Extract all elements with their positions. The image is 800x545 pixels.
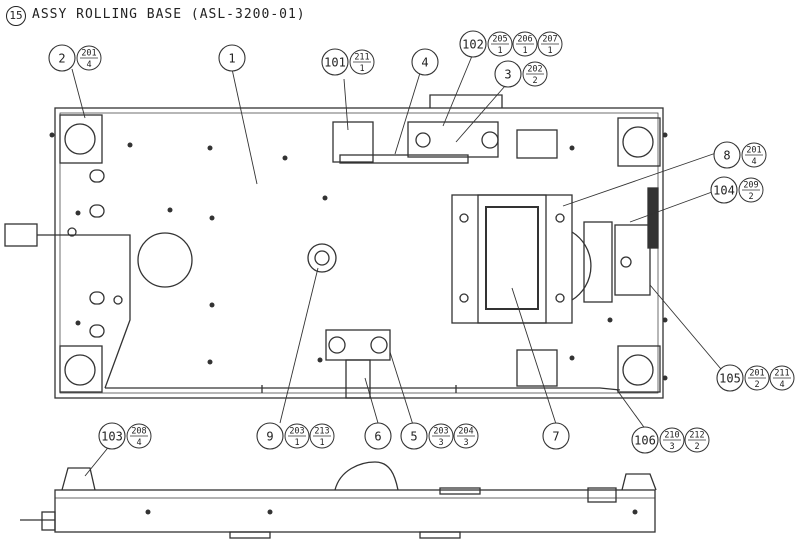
callout-label: 9 xyxy=(266,430,273,444)
callout-label: 2 xyxy=(58,52,65,66)
callout-fraction-bottom: 1 xyxy=(359,64,364,74)
callout-fraction-bottom: 1 xyxy=(294,438,299,448)
callout-label: 1 xyxy=(228,52,235,66)
bracket-5 xyxy=(325,329,391,361)
callout-label: 105 xyxy=(719,372,741,386)
callout-fraction-top: 203 xyxy=(433,427,448,437)
right-mechanism xyxy=(583,221,613,303)
callout-fraction-top: 209 xyxy=(743,181,758,191)
corner-pad xyxy=(59,345,103,393)
callout-fraction-top: 208 xyxy=(131,427,146,437)
callout-fraction-bottom: 2 xyxy=(754,380,759,390)
bracket-102 xyxy=(407,121,499,158)
callout-fraction-top: 213 xyxy=(314,427,329,437)
callout-fraction-top: 212 xyxy=(689,431,704,441)
side-rail xyxy=(54,489,656,533)
callout-7: 7 xyxy=(542,422,570,450)
corner-pad xyxy=(617,117,661,167)
callout-6: 6 xyxy=(364,422,392,450)
callout-1: 1 xyxy=(218,44,246,72)
corner-pad xyxy=(617,345,661,393)
callout-fraction-top: 210 xyxy=(664,431,679,441)
corner-pad xyxy=(59,114,103,164)
callout-label: 4 xyxy=(421,56,428,70)
callout-fraction-bottom: 3 xyxy=(669,442,674,452)
callout-fraction-bottom: 2 xyxy=(694,442,699,452)
callout-fraction-bottom: 1 xyxy=(319,438,324,448)
callout-fraction-top: 204 xyxy=(458,427,473,437)
callout-fraction-top: 207 xyxy=(542,35,557,45)
callout-fraction-bottom: 4 xyxy=(779,380,784,390)
callout-4: 4 xyxy=(411,48,439,76)
callout-fraction-bottom: 2 xyxy=(748,192,753,202)
center-knob xyxy=(307,243,337,273)
callout-label: 3 xyxy=(504,68,511,82)
callout-label: 5 xyxy=(410,430,417,444)
drawing-title: ASSY ROLLING BASE (ASL-3200-01) xyxy=(32,7,306,22)
callout-fraction-top: 211 xyxy=(354,53,369,63)
callout-fraction-top: 202 xyxy=(527,65,542,75)
left-handle xyxy=(4,223,38,247)
large-hole xyxy=(137,232,193,288)
callout-fraction-bottom: 1 xyxy=(497,46,502,56)
section-number: 15 xyxy=(6,6,26,26)
part-6 xyxy=(345,359,371,399)
callout-fraction-top: 201 xyxy=(81,49,96,59)
callout-label: 101 xyxy=(324,56,346,70)
callout-label: 6 xyxy=(374,430,381,444)
callout-label: 102 xyxy=(462,38,484,52)
callout-fraction-bottom: 2 xyxy=(532,76,537,86)
callout-label: 103 xyxy=(101,430,123,444)
bracket-101 xyxy=(332,121,374,163)
callout-label: 7 xyxy=(552,430,559,444)
callout-fraction-top: 205 xyxy=(492,35,507,45)
callout-fraction-top: 206 xyxy=(517,35,532,45)
callout-fraction-top: 203 xyxy=(289,427,304,437)
plate-7 xyxy=(451,194,573,324)
callout-fraction-bottom: 4 xyxy=(136,438,141,448)
callout-fraction-top: 201 xyxy=(746,146,761,156)
callout-label: 104 xyxy=(713,184,735,198)
callout-fraction-top: 211 xyxy=(774,369,789,379)
callout-label: 8 xyxy=(723,149,730,163)
bar-4 xyxy=(339,154,469,164)
callout-fraction-bottom: 3 xyxy=(463,438,468,448)
callout-label: 106 xyxy=(634,434,656,448)
callout-fraction-bottom: 4 xyxy=(751,157,756,167)
callout-fraction-bottom: 3 xyxy=(438,438,443,448)
callout-fraction-top: 201 xyxy=(749,369,764,379)
callout-fraction-bottom: 1 xyxy=(522,46,527,56)
callout-fraction-bottom: 1 xyxy=(547,46,552,56)
callout-fraction-bottom: 4 xyxy=(86,60,91,70)
